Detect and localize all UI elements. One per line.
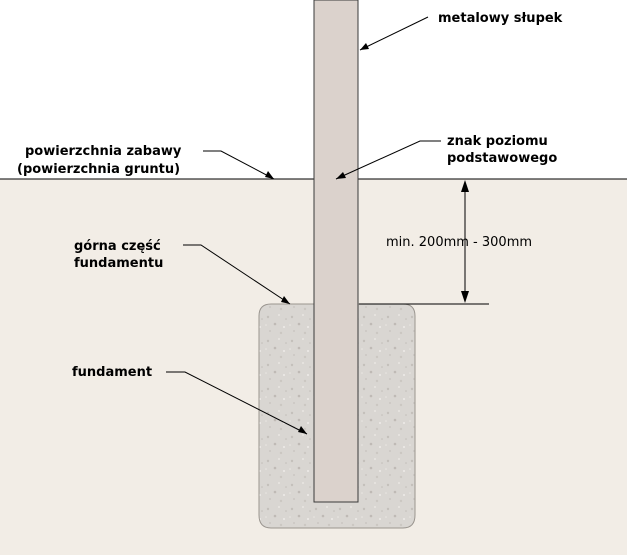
label-play-surface: powierzchnia zabawy — [25, 143, 181, 160]
metal-post — [313, 0, 359, 503]
leader-foundation — [166, 371, 308, 435]
leader-arrowhead-icon — [281, 296, 290, 304]
leader-metal-post — [359, 16, 429, 51]
dimension-arrow-up-icon — [461, 180, 469, 192]
leader-foundation-top — [183, 244, 291, 305]
leader-arrowhead-icon — [336, 172, 346, 179]
leader-arrowhead-icon — [360, 43, 369, 50]
label-foundation-top-line2: fundamentu — [74, 256, 164, 271]
dimension-arrow-down-icon — [461, 291, 469, 303]
label-depth-dimension: min. 200mm - 300mm — [386, 235, 533, 250]
label-ground-surface: (powierzchnia gruntu) — [17, 162, 181, 177]
leader-arrowhead-icon — [298, 426, 307, 434]
leader-play-surface — [203, 150, 275, 180]
label-foundation-top-line1: górna część — [74, 239, 161, 254]
label-base-level-line1: znak poziomu — [447, 134, 548, 149]
label-foundation: fundament — [72, 365, 153, 380]
leader-arrowhead-icon — [265, 171, 274, 179]
leader-base-level — [335, 140, 441, 180]
label-play-surface-line1: powierzchnia zabawy — [25, 144, 182, 159]
label-base-level-line2: podstawowego — [447, 151, 558, 166]
label-metal-post: metalowy słupek — [438, 11, 563, 26]
label-base-level: znak poziomu podstawowego — [447, 133, 557, 167]
label-foundation-top: górna część fundamentu — [74, 238, 163, 272]
